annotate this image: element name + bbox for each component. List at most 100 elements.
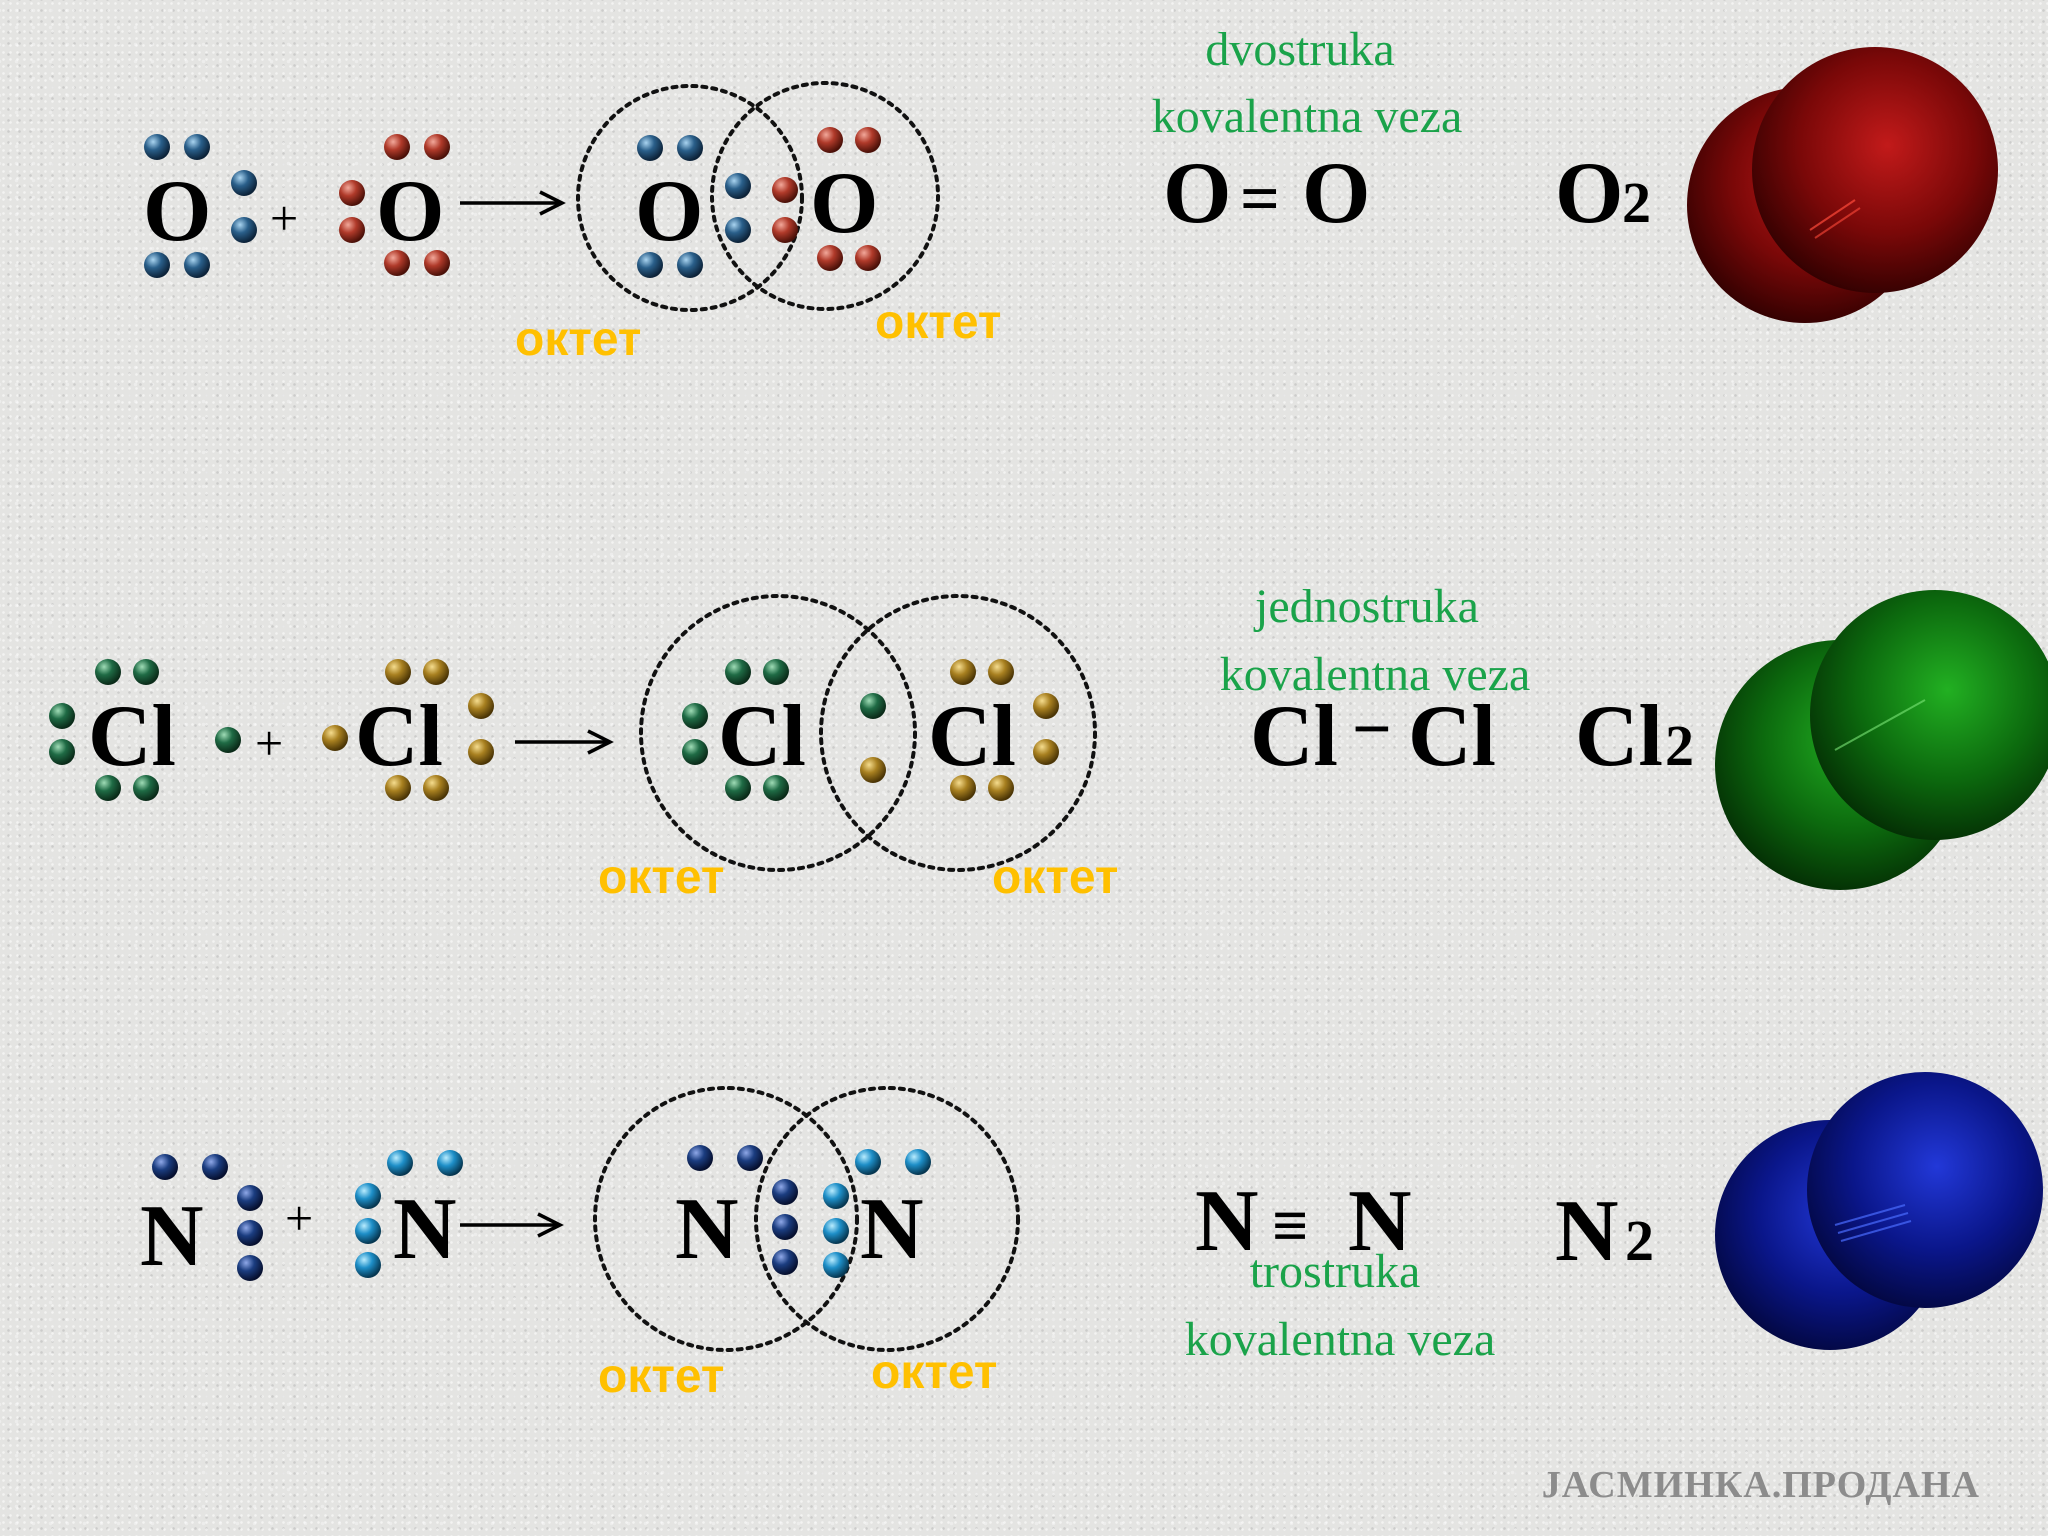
nitrogen-molecular-formula: N 2 xyxy=(1555,1183,1654,1280)
nitrogen-right-symbol: N xyxy=(393,1181,457,1278)
nitrogen-bonded-right-symbol: N xyxy=(860,1181,924,1278)
electron xyxy=(144,252,170,278)
electron xyxy=(763,775,789,801)
octet-ring-left xyxy=(593,1086,859,1352)
electron xyxy=(905,1149,931,1175)
plus-sign: + xyxy=(285,1190,313,1246)
electron xyxy=(152,1154,178,1180)
oxygen-bonded-left-symbol: O xyxy=(635,163,703,260)
chlorine-left-atom: Cl xyxy=(49,659,241,801)
molecule-subscript: 2 xyxy=(1665,713,1694,778)
oxygen-molecular-formula: O 2 xyxy=(1555,145,1651,242)
oxygen-left-atom: O xyxy=(143,134,257,278)
electron xyxy=(355,1183,381,1209)
o2-space-filling-model xyxy=(1687,47,1998,323)
molecule-symbol: O xyxy=(1555,145,1623,242)
electron xyxy=(637,252,663,278)
electron xyxy=(817,127,843,153)
triple-bond: ≡ xyxy=(1272,1190,1308,1261)
chlorine-molecular-formula: Cl 2 xyxy=(1575,688,1694,785)
chlorine-right-symbol: Cl xyxy=(355,688,443,785)
electron xyxy=(725,659,751,685)
electron xyxy=(988,775,1014,801)
reaction-arrow xyxy=(460,1212,564,1238)
bond-type-line2: kovalentna veza xyxy=(1220,648,1531,701)
electron xyxy=(215,727,241,753)
electron xyxy=(424,134,450,160)
octet-ring-left xyxy=(639,594,917,872)
chlorine-bond-label: jednostruka kovalentna veza xyxy=(1220,580,1531,701)
electron xyxy=(637,135,663,161)
nitrogen-molecule-lewis: N N октет октет xyxy=(593,1086,1020,1403)
electron xyxy=(184,252,210,278)
oxygen-row: O + O O O xyxy=(143,23,1998,366)
molecule-symbol: N xyxy=(1555,1183,1619,1280)
shared-electron xyxy=(772,1214,798,1240)
chlorine-bonded-left-symbol: Cl xyxy=(718,688,806,785)
nitrogen-right-atom: N xyxy=(355,1150,463,1278)
electron xyxy=(687,1145,713,1171)
structural-left: Cl xyxy=(1250,688,1338,785)
electron xyxy=(725,775,751,801)
plus-sign: + xyxy=(255,715,283,771)
double-bond: = xyxy=(1240,161,1280,238)
electron xyxy=(384,134,410,160)
electron xyxy=(385,775,411,801)
oxygen-bonded-right-symbol: O xyxy=(810,155,878,252)
electron xyxy=(737,1145,763,1171)
structural-right: O xyxy=(1302,145,1370,242)
bond-type-line1: jednostruka xyxy=(1253,580,1479,633)
shared-electron xyxy=(725,217,751,243)
electron xyxy=(763,659,789,685)
electron xyxy=(682,739,708,765)
oktet-label-left: октет xyxy=(598,1350,724,1403)
electron xyxy=(423,659,449,685)
electron xyxy=(144,134,170,160)
bond-type-line1: dvostruka xyxy=(1205,23,1394,76)
electron xyxy=(237,1255,263,1281)
structural-left: O xyxy=(1163,145,1231,242)
cl2-space-filling-model xyxy=(1715,590,2048,890)
electron xyxy=(468,739,494,765)
oxygen-molecule-lewis: O O октет октет xyxy=(515,81,1001,366)
electron xyxy=(49,739,75,765)
structural-right: N xyxy=(1348,1173,1412,1270)
electron xyxy=(355,1252,381,1278)
shared-electron xyxy=(772,217,798,243)
electron xyxy=(855,127,881,153)
single-bond: − xyxy=(1352,691,1392,768)
electron xyxy=(423,775,449,801)
shared-electron xyxy=(823,1218,849,1244)
octet-ring-right xyxy=(710,81,940,311)
chlorine-molecule-lewis: Cl Cl октет октет xyxy=(598,594,1118,904)
electron xyxy=(95,659,121,685)
electron xyxy=(988,659,1014,685)
bond-type-line1: trostruka xyxy=(1250,1245,1421,1298)
bond-type-line2: kovalentna veza xyxy=(1152,90,1463,143)
molecule-subscript: 2 xyxy=(1622,170,1651,235)
electron xyxy=(384,250,410,276)
chlorine-row: Cl + Cl Cl Cl xyxy=(49,580,2048,904)
n2-space-filling-model xyxy=(1715,1072,2043,1350)
electron xyxy=(437,1150,463,1176)
electron xyxy=(49,703,75,729)
electron xyxy=(133,659,159,685)
oktet-label-right: октет xyxy=(875,296,1001,349)
plus-sign: + xyxy=(270,190,298,246)
octet-ring-right xyxy=(754,1086,1020,1352)
electron xyxy=(677,252,703,278)
electron xyxy=(202,1154,228,1180)
electron xyxy=(355,1218,381,1244)
electron xyxy=(385,659,411,685)
oktet-label-right: октет xyxy=(992,851,1118,904)
electron xyxy=(855,1149,881,1175)
oxygen-structural-formula: O = O xyxy=(1163,145,1370,242)
molecule-subscript: 2 xyxy=(1625,1208,1654,1273)
oxygen-right-symbol: O xyxy=(376,163,444,260)
shared-electron xyxy=(860,693,886,719)
structural-left: N xyxy=(1195,1173,1259,1270)
nitrogen-structural-formula: N ≡ N xyxy=(1195,1173,1412,1270)
chlorine-bonded-right-symbol: Cl xyxy=(928,688,1016,785)
electron xyxy=(231,170,257,196)
